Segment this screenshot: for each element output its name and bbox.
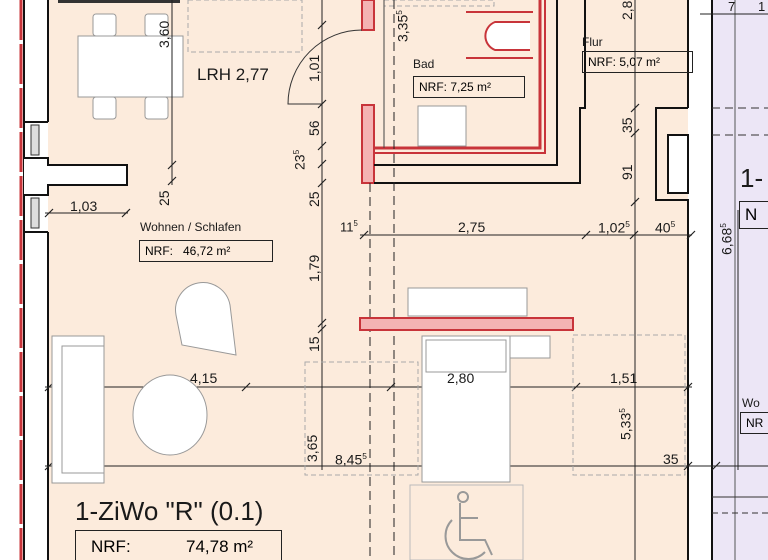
dim-8-45-5: 8,455 bbox=[335, 452, 367, 467]
dim-23-5: 235 bbox=[291, 149, 308, 170]
nightstand bbox=[509, 335, 551, 359]
dim-35-bottom: 35 bbox=[663, 451, 679, 467]
dim-2-75: 2,75 bbox=[458, 219, 486, 235]
unit-title: 1-ZiWo "R" (0.1) bbox=[75, 496, 264, 526]
dimension-ticks bbox=[44, 20, 721, 471]
wardrobe bbox=[407, 287, 528, 317]
dim-superscript: 5 bbox=[625, 219, 630, 229]
room-area-wohnen: NRF: 46,72 m² bbox=[139, 240, 273, 262]
wheelchair-icon bbox=[444, 491, 493, 560]
dim-value: 5,33 bbox=[617, 412, 634, 440]
dim-3-65: 3,65 bbox=[304, 434, 320, 462]
dim-1-02-5: 1,025 bbox=[598, 220, 630, 235]
dim-6-68-5: 6,685 bbox=[718, 223, 735, 255]
dim-superscript: 5 bbox=[291, 149, 301, 155]
dim-7: 7 bbox=[728, 0, 736, 14]
dim-25-mid: 25 bbox=[306, 191, 322, 207]
room-area-bad: NRF: 7,25 m² bbox=[413, 76, 525, 98]
dim-1-51: 1,51 bbox=[610, 370, 638, 386]
dim-value: 3,35 bbox=[394, 14, 411, 42]
dim-11-5: 115 bbox=[340, 219, 358, 235]
dim-4-15: 4,15 bbox=[190, 370, 218, 386]
room-name-flur: Flur bbox=[582, 35, 603, 49]
party-wall bbox=[688, 0, 712, 560]
dim-value: 8,45 bbox=[335, 451, 363, 468]
dim-superscript: 5 bbox=[617, 408, 627, 413]
dim-value: 40 bbox=[655, 219, 671, 236]
dim-superscript: 5 bbox=[670, 219, 676, 229]
unit-area-value: 74,78 m² bbox=[186, 537, 254, 556]
dim-40-5: 405 bbox=[655, 220, 675, 235]
dim-56: 56 bbox=[306, 120, 322, 136]
dim-superscript: 5 bbox=[353, 219, 358, 228]
dim-superscript: 5 bbox=[394, 10, 404, 15]
dim-superscript: 5 bbox=[362, 451, 367, 461]
dim-2-8: 2,8 bbox=[619, 0, 635, 20]
chairs bbox=[92, 13, 169, 120]
dim-1-01: 1,01 bbox=[306, 54, 322, 82]
dim-3-35-5: 3,355 bbox=[394, 10, 411, 42]
room-name-wohnen: Wohnen / Schlafen bbox=[140, 220, 242, 234]
dim-value: 11 bbox=[340, 219, 354, 235]
shaft bbox=[667, 134, 689, 194]
unit-area-box: NRF: 74,78 m² bbox=[75, 530, 282, 560]
round-table bbox=[132, 374, 208, 456]
dim-35-flur: 35 bbox=[619, 117, 635, 133]
dining-table bbox=[77, 35, 184, 98]
unit-area-label: NRF: bbox=[91, 537, 131, 556]
neighbor-room-name: Wo bbox=[742, 396, 760, 410]
door-swing bbox=[287, 29, 363, 105]
washbasin bbox=[417, 105, 467, 147]
dim-value: 1,02 bbox=[598, 219, 626, 236]
dim-3-60: 3,60 bbox=[156, 20, 172, 48]
neighbor-unit-area bbox=[712, 0, 768, 560]
wall-pier bbox=[24, 157, 128, 196]
toilet bbox=[484, 21, 530, 51]
partition-wall bbox=[359, 317, 574, 331]
dim-1: 1 bbox=[758, 0, 766, 14]
neighbor-unit-area-box: N bbox=[739, 201, 768, 229]
dim-superscript: 5 bbox=[718, 223, 728, 228]
window bbox=[30, 124, 40, 156]
dim-5-33-5: 5,335 bbox=[617, 408, 634, 440]
dim-25-left: 25 bbox=[156, 190, 172, 206]
window bbox=[30, 197, 40, 229]
dim-value: 23 bbox=[291, 154, 308, 170]
dim-91: 91 bbox=[619, 164, 635, 180]
ceiling-height-label: LRH 2,77 bbox=[197, 65, 269, 84]
neighbor-unit-title: 1- bbox=[740, 163, 764, 193]
room-name-bad: Bad bbox=[413, 57, 435, 71]
dim-15: 15 bbox=[306, 336, 322, 352]
dim-value: 6,68 bbox=[718, 227, 735, 255]
dim-1-79: 1,79 bbox=[306, 254, 322, 282]
armchair bbox=[175, 282, 237, 356]
dim-1-03: 1,03 bbox=[70, 198, 98, 214]
dim-2-80: 2,80 bbox=[447, 370, 475, 386]
room-area-flur: NRF: 5,07 m² bbox=[582, 51, 693, 73]
neighbor-room-area: NR bbox=[740, 412, 768, 434]
